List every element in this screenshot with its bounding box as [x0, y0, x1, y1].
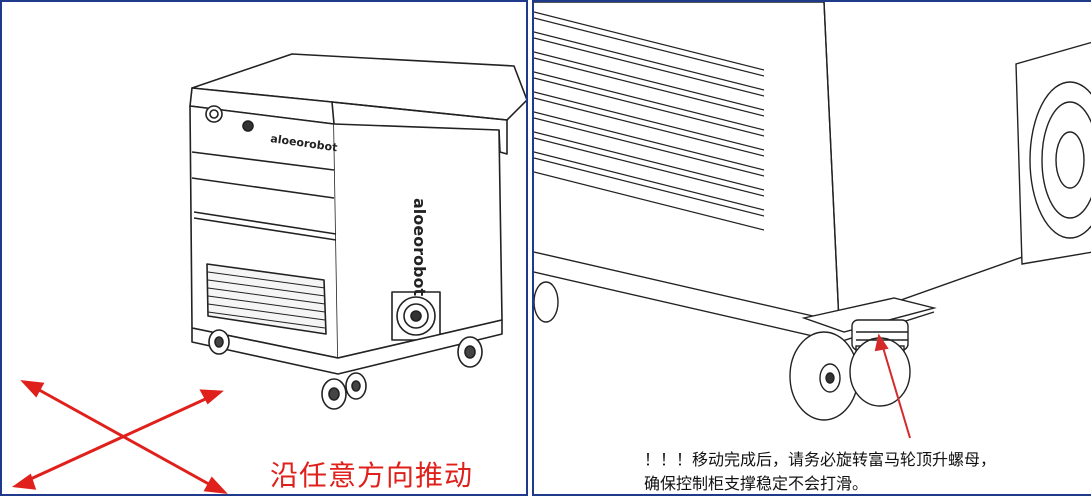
left-image-panel: aloeorobot aloeorobot 沿任意方向推动 [0, 0, 528, 496]
pointer-arrow [874, 333, 911, 439]
warning-line-1: ！！！移动完成后，请务必旋转富马轮顶升螺母， [644, 450, 997, 469]
push-instruction: 沿任意方向推动 [270, 459, 474, 492]
warning-line-2: 确保控制柜支撑稳定不会打滑。 [644, 474, 869, 493]
cabinet-illustration: aloeorobot aloeorobot [11, 53, 526, 494]
svg-text:aloeorobot: aloeorobot [410, 198, 429, 296]
right-image-panel: ！！！移动完成后，请务必旋转富马轮顶升螺母， 确保控制柜支撑稳定不会打滑。 [532, 0, 1091, 496]
caster-closeup-illustration [534, 2, 1091, 493]
direction-arrows [11, 380, 228, 494]
